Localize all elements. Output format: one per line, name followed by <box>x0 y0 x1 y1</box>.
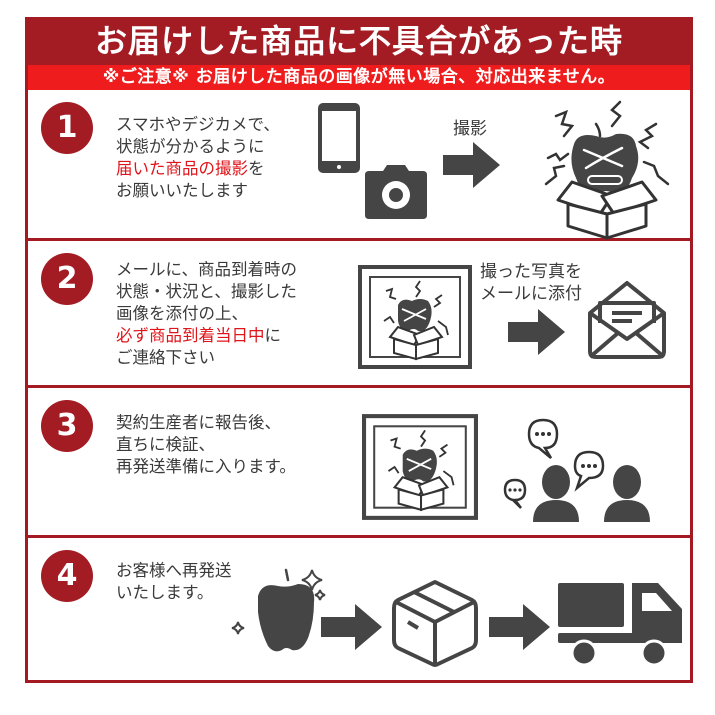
text-line: 状態・状況と、撮影した <box>116 282 297 301</box>
step-1-text: スマホやデジカメで、 状態が分かるように 届いた商品の撮影を お願いいたします <box>116 114 280 202</box>
highlight-text: 届いた商品の撮影 <box>116 159 248 178</box>
box-icon <box>392 580 478 667</box>
text-line: メールに、商品到着時の <box>116 260 298 279</box>
arrow-right-icon <box>489 604 550 650</box>
framed-photo-icon <box>358 265 472 369</box>
framed-photo-icon <box>362 414 478 520</box>
text-line: 再発送準備に入ります。 <box>116 457 296 476</box>
text-line: 直ちに検証、 <box>116 435 215 454</box>
tablet-icon <box>318 103 360 173</box>
text-suffix: を <box>248 159 265 178</box>
open-envelope-icon <box>588 281 666 359</box>
arrow-label: 撮った写真を メールに添付 <box>480 261 582 305</box>
text-line: スマホやデジカメで、 <box>116 115 280 134</box>
step-3: 3 契約生産者に報告後、 直ちに検証、 再発送準備に入ります。 <box>25 388 693 538</box>
text-line: お客様へ再発送 <box>116 561 232 580</box>
text-line: お願いいたします <box>116 181 248 200</box>
text-line: 画像を添付の上、 <box>116 304 248 323</box>
arrow-label-line: メールに添付 <box>480 284 582 304</box>
step-2: 2 メールに、商品到着時の 状態・状況と、撮影した 画像を添付の上、 必ず商品到… <box>25 241 693 388</box>
highlight-text: 必ず商品到着当日中 <box>116 326 265 345</box>
step-number-badge: 1 <box>41 102 93 154</box>
text-line: ご連絡下さい <box>116 348 215 367</box>
text-suffix: に <box>264 326 282 345</box>
step-number-badge: 2 <box>41 253 93 305</box>
text-line: 契約生産者に報告後、 <box>116 413 281 432</box>
shiny-apple-icon <box>231 568 326 652</box>
step-4-text: お客様へ再発送 いたします。 <box>116 560 232 604</box>
step-4: 4 お客様へ再発送 いたします。 <box>25 538 693 683</box>
damaged-apple-in-box-icon <box>544 100 670 240</box>
arrow-right-icon <box>443 142 500 188</box>
text-line: いたします。 <box>116 583 214 602</box>
text-line: 届いた商品の撮影を <box>116 158 280 180</box>
truck-icon <box>558 583 682 667</box>
camera-icon <box>365 165 427 219</box>
page-title: お届けした商品に不具合があった時 <box>25 17 693 65</box>
arrow-label-line: 撮った写真を <box>480 262 582 282</box>
step-3-text: 契約生産者に報告後、 直ちに検証、 再発送準備に入ります。 <box>116 412 296 478</box>
step-number-badge: 3 <box>41 400 93 452</box>
step-number-badge: 4 <box>41 550 93 602</box>
text-line: 状態が分かるように <box>116 137 265 156</box>
step-2-text: メールに、商品到着時の 状態・状況と、撮影した 画像を添付の上、 必ず商品到着当… <box>116 259 297 369</box>
notice-banner: ※ご注意※ お届けした商品の画像が無い場合、対応出来ません。 <box>28 65 690 90</box>
arrow-right-icon <box>508 309 565 355</box>
step-1: 1 スマホやデジカメで、 状態が分かるように 届いた商品の撮影を お願いいたしま… <box>25 90 693 241</box>
people-discussion-icon <box>503 418 650 522</box>
text-line: 必ず商品到着当日中に <box>116 325 297 347</box>
arrow-right-icon <box>321 604 382 650</box>
arrow-label: 撮影 <box>453 119 487 139</box>
